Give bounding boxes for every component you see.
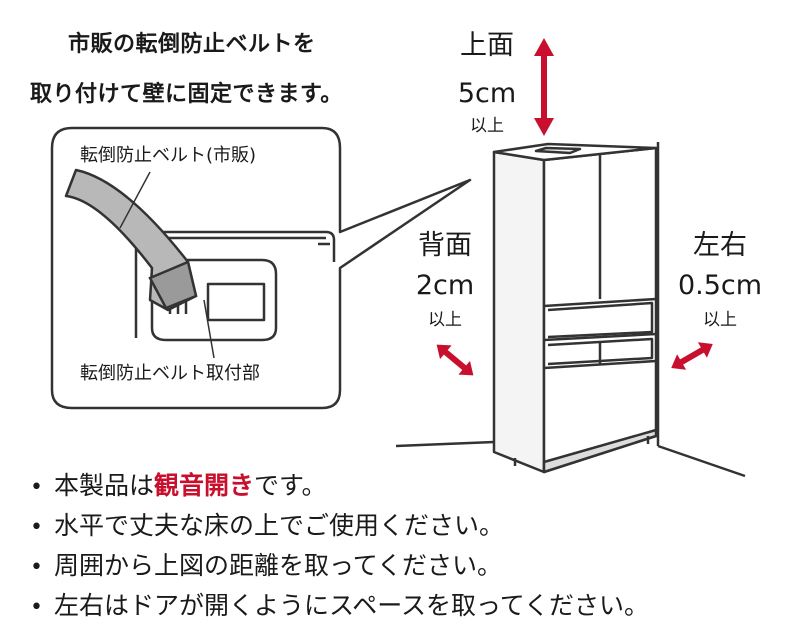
- note-item: •左右はドアが開くようにスペースを取ってください。: [30, 586, 649, 626]
- note-item: •本製品は観音開きです。: [30, 466, 649, 506]
- mount-leader-line: [203, 299, 215, 359]
- notes-list: •本製品は観音開きです。 •水平で丈夫な床の上でご使用ください。 •周囲から上図…: [30, 466, 649, 626]
- arrow-top-clearance: [534, 38, 554, 136]
- room-corner: [395, 142, 746, 478]
- bullet-icon: •: [30, 595, 43, 620]
- side-clearance-qualifier: 以上: [703, 310, 737, 330]
- mount-label: 転倒防止ベルト取付部: [80, 363, 260, 384]
- belt-buckle: [148, 260, 198, 310]
- belt-leader-line: [119, 171, 151, 229]
- side-clearance-value: 0.5cm: [677, 270, 763, 301]
- intro-line-2: 取り付けて壁に固定できます。: [30, 82, 343, 107]
- top-clearance-qualifier: 以上: [470, 116, 504, 136]
- arrow-back-clearance: [436, 344, 474, 376]
- refrigerator: [492, 142, 658, 474]
- bullet-icon: •: [30, 515, 43, 540]
- back-clearance-qualifier: 以上: [428, 310, 462, 330]
- back-clearance-heading: 背面: [418, 230, 472, 261]
- back-clearance-value: 2cm: [415, 270, 475, 301]
- note-item: •水平で丈夫な床の上でご使用ください。: [30, 506, 649, 546]
- side-clearance-heading: 左右: [693, 230, 747, 261]
- intro-line-1: 市販の転倒防止ベルトを: [68, 32, 316, 57]
- bullet-icon: •: [30, 555, 43, 580]
- note-item: •周囲から上図の距離を取ってください。: [30, 546, 649, 586]
- top-clearance-value: 5cm: [457, 78, 517, 109]
- door-type-highlight: 観音開き: [154, 471, 255, 500]
- belt-label: 転倒防止ベルト(市販): [80, 145, 257, 166]
- top-clearance-heading: 上面: [460, 30, 514, 61]
- arrow-side-clearance: [671, 342, 713, 370]
- bullet-icon: •: [30, 475, 43, 500]
